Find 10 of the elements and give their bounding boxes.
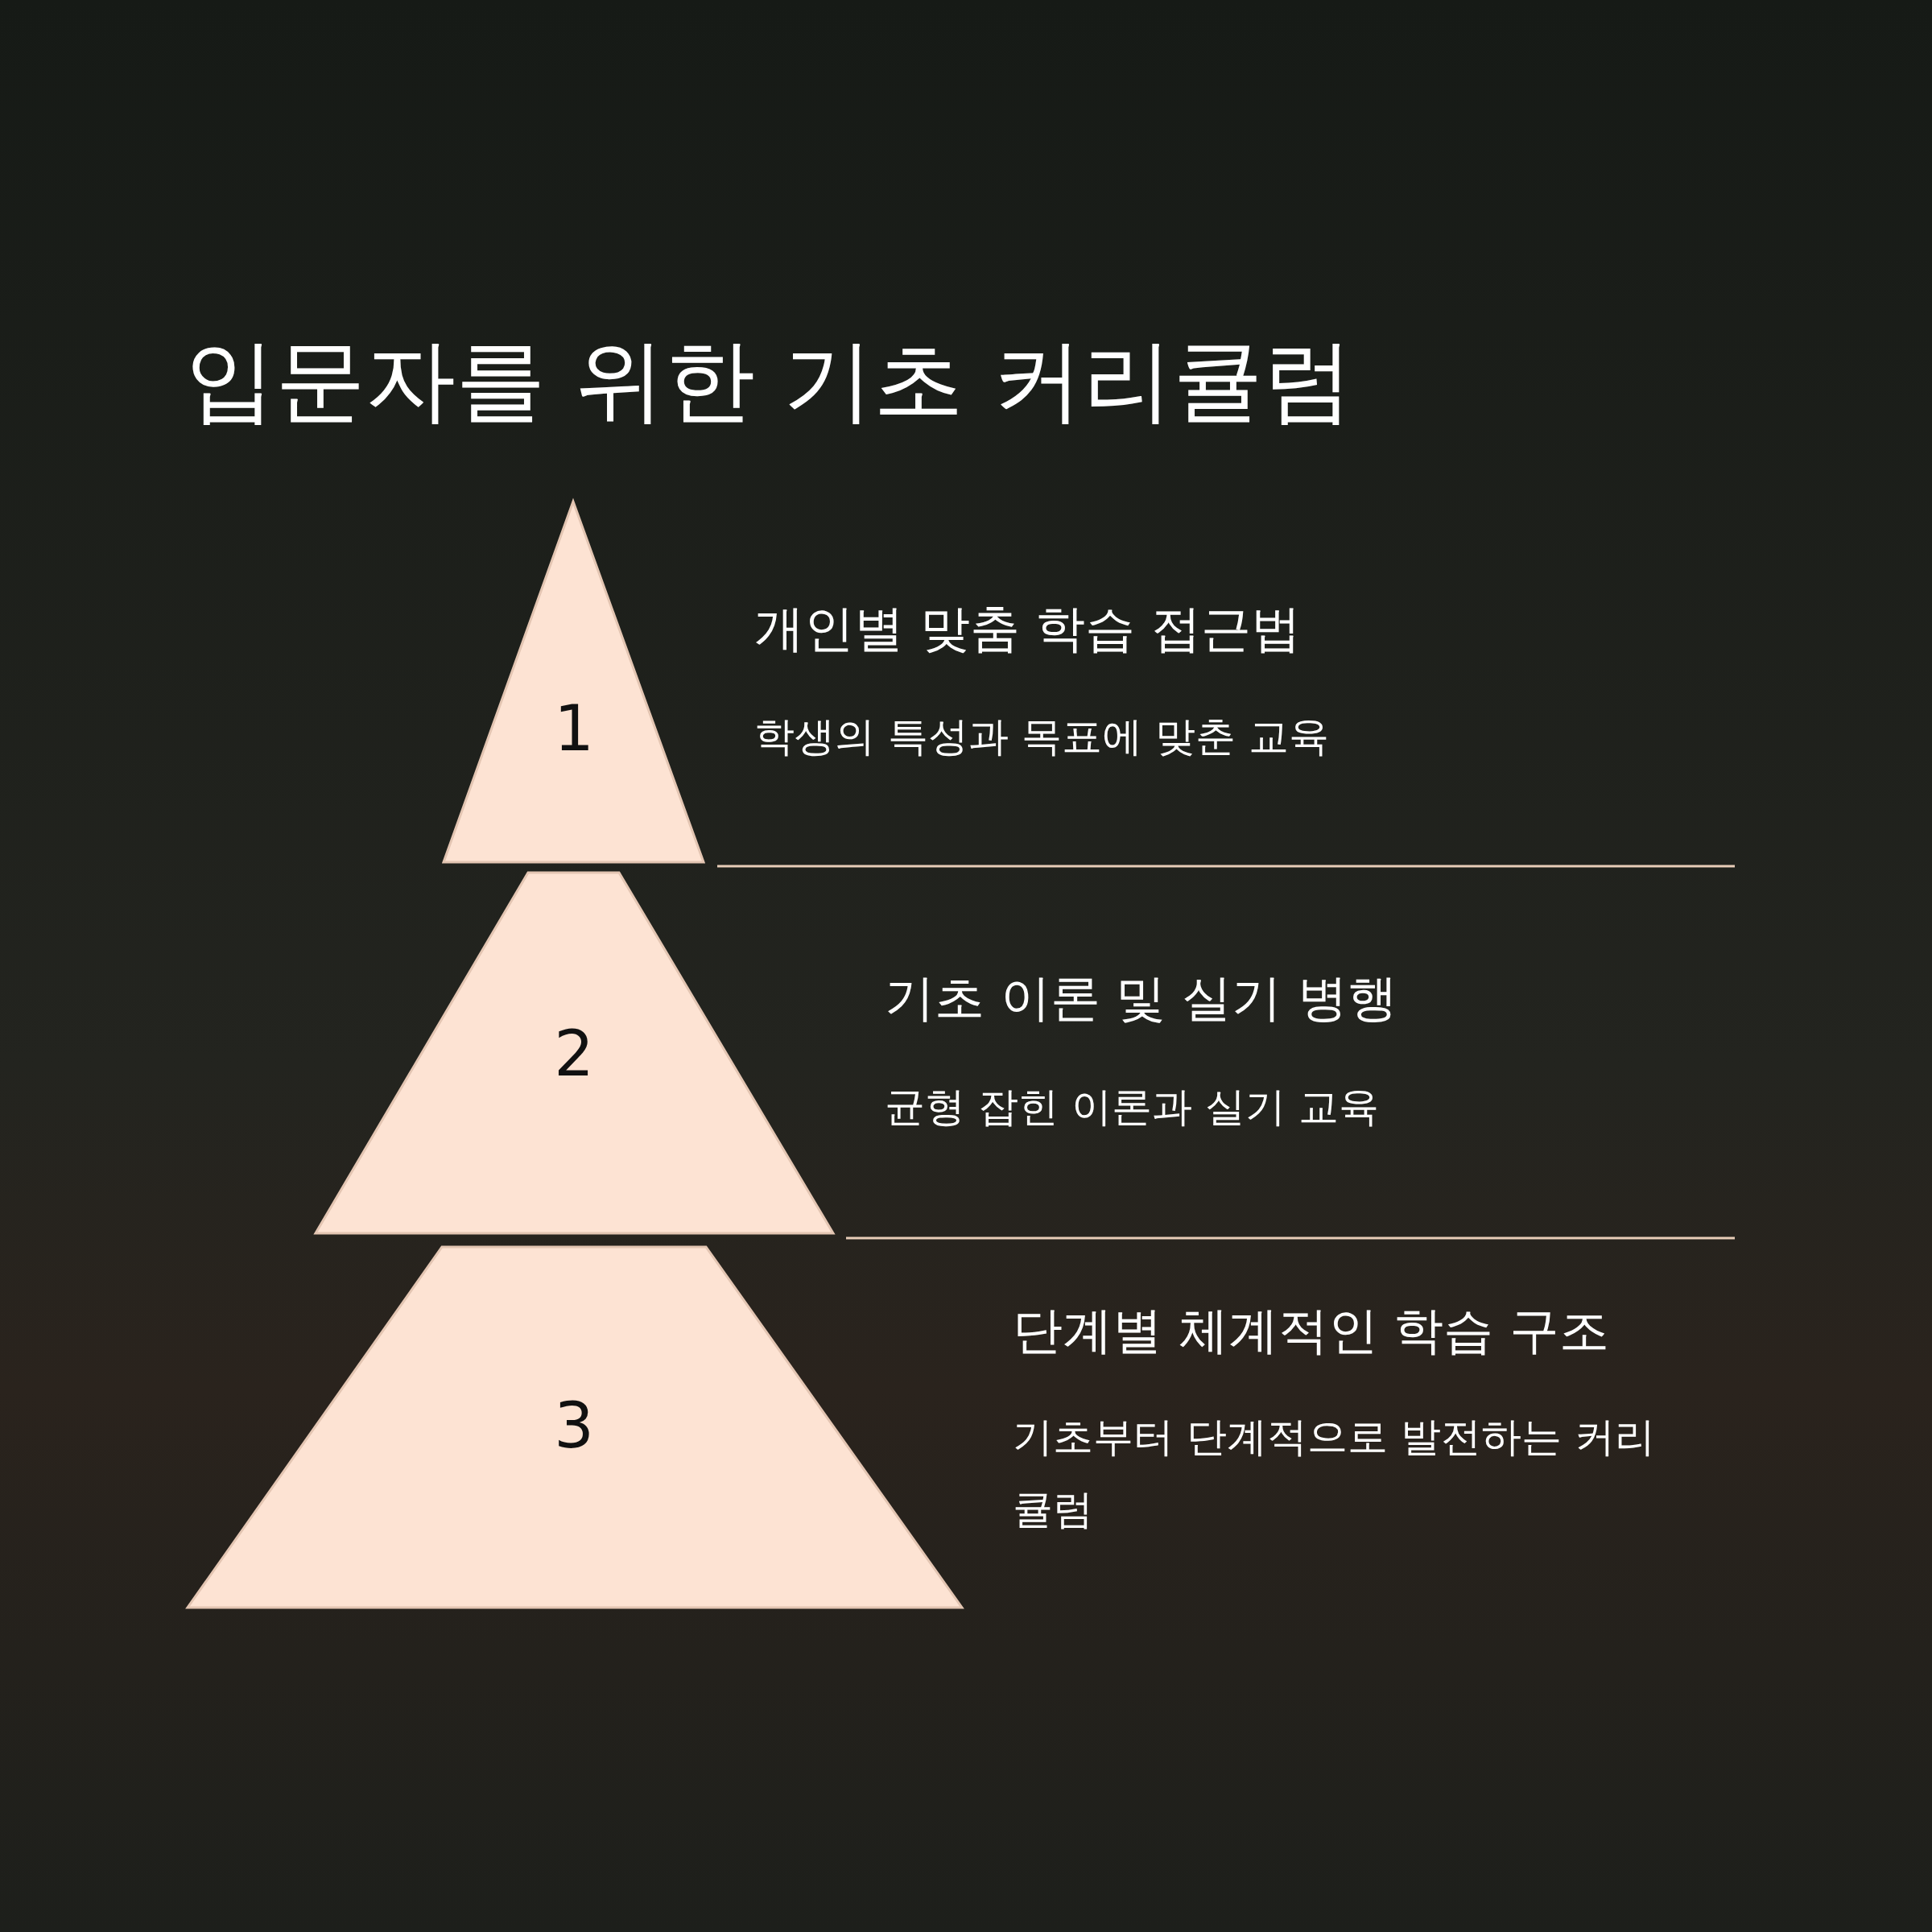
tier-number: 3 [554, 1394, 594, 1457]
tier-description: 학생의 특성과 목표에 맞춘 교육 [754, 712, 1330, 762]
tier-heading: 기초 이론 및 실기 병행 [885, 967, 1397, 1029]
tier-description: 균형 잡힌 이론과 실기 교육 [885, 1083, 1380, 1132]
tier-number: 2 [554, 1022, 594, 1085]
tier-heading: 개인별 맞춤 학습 접근법 [754, 597, 1302, 659]
tier-number: 1 [554, 697, 594, 760]
tier-heading: 단계별 체계적인 학습 구조 [1013, 1299, 1610, 1361]
title: 입문자를 위한 기초 커리큘럼 [185, 327, 1353, 434]
tier-description: 기초부터 단계적으로 발전하는 커리큘럼 [1013, 1413, 1656, 1534]
